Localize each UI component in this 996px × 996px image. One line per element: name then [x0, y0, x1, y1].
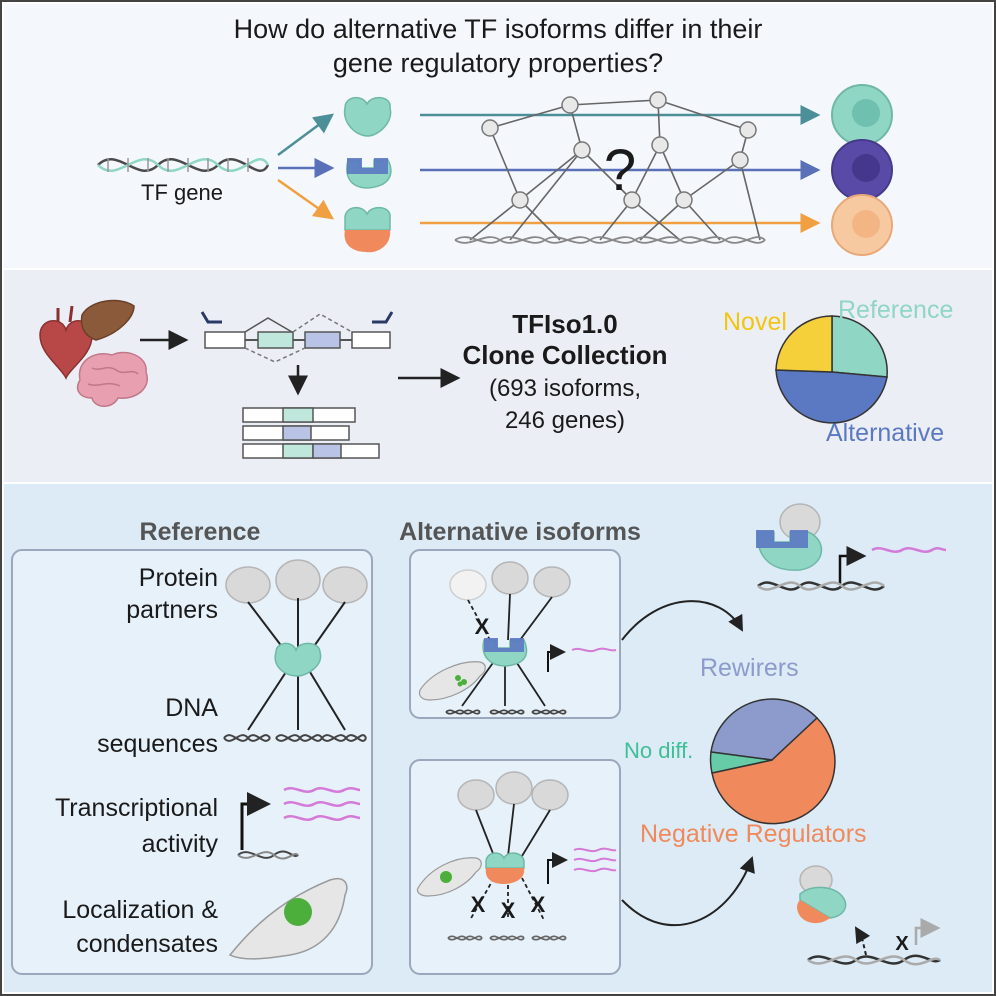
alternative-isoforms-heading: Alternative isoforms: [399, 518, 641, 546]
dna-sequences-icon: [223, 734, 367, 742]
cell-purple: [831, 139, 893, 201]
localization-label-2: condensates: [76, 930, 218, 958]
gene-structure-diagram: [200, 311, 394, 363]
collection-gene-count: 246 genes): [505, 407, 625, 434]
reference-binding-lines: [247, 598, 346, 731]
pie-label-alternative: Alternative: [826, 419, 944, 447]
alt-box2-tf-protein: [485, 852, 525, 884]
network-nodes: [481, 91, 757, 209]
brain-icon: [76, 351, 149, 407]
dna-sequences-label-2: sequences: [97, 730, 218, 758]
protein-partners-icon: [225, 559, 368, 604]
genomic-dna-strand: [454, 236, 766, 244]
alt-box2-lost-dna-x-3: X: [531, 892, 546, 917]
alt-box2-cell-icon: [416, 857, 482, 897]
pie-label-rewirers: Rewirers: [700, 654, 799, 682]
alt-box1-lost-partner-x: X: [475, 614, 490, 639]
pie-label-no-diff: No diff.: [624, 738, 693, 763]
tf-gene-label: TF gene: [141, 180, 223, 205]
pie-label-negative-regulators: Negative Regulators: [640, 820, 867, 848]
collection-subtitle: Clone Collection: [462, 340, 667, 370]
alt-box1-dna-icon: [445, 709, 567, 715]
outcome-pie-chart: [709, 698, 836, 825]
isoform-alternative-protein: [346, 158, 392, 189]
protein-partners-label-1: Protein: [139, 564, 218, 592]
alt-box2-dna-icon: [447, 935, 567, 941]
alt-box2-activity-icon: [547, 847, 617, 884]
transcriptional-label-2: activity: [142, 830, 219, 858]
pie-label-novel: Novel: [723, 308, 787, 336]
collection-isoform-count: (693 isoforms,: [489, 375, 641, 402]
alt-box1-cell-icon: [418, 661, 486, 701]
pie-slice-negative-regulators: [711, 716, 836, 825]
isoform-novel-protein: [344, 206, 391, 253]
transcriptional-activity-icon: [237, 786, 361, 860]
arrow-to-isoform-3: [277, 178, 335, 220]
collection-pie-chart: [775, 315, 888, 424]
question-mark: ?: [604, 138, 636, 203]
arrow-to-isoform-1: [277, 113, 335, 157]
localization-cell-icon: [228, 878, 348, 960]
transcriptional-label-1: Transcriptional: [55, 794, 218, 822]
dna-sequences-label-1: DNA: [165, 694, 218, 722]
negative-regulator-x: X: [895, 933, 909, 955]
alt-box1-tf-protein: [482, 638, 528, 667]
pie-slice-no-diff: [709, 751, 773, 774]
pie-slice-reference: [831, 315, 888, 378]
pie-slice-novel: [775, 315, 833, 373]
cell-teal: [831, 84, 893, 146]
localization-label-1: Localization &: [62, 896, 218, 924]
negative-regulator-illustration: [797, 865, 941, 966]
pie-slice-alternative: [775, 369, 888, 424]
alt-box2-lost-dna-x-1: X: [471, 892, 486, 917]
title-line1: How do alternative TF isoforms differ in…: [234, 14, 763, 44]
protein-partners-label-2: partners: [126, 596, 218, 624]
tf-gene-dna-helix: [97, 157, 270, 173]
alt-box2-binding-lines: [469, 803, 551, 921]
pie-slice-rewirers: [710, 698, 819, 761]
liver-icon: [80, 299, 135, 341]
isoform-reference-protein: [343, 96, 392, 137]
alt-box1-activity-icon: [547, 644, 617, 672]
alt-box1-binding-lines: [461, 593, 553, 707]
reference-tf-protein: [274, 642, 322, 677]
alt-box1-partners: [449, 561, 571, 601]
cell-orange: [831, 194, 893, 256]
pie-label-reference: Reference: [838, 296, 953, 324]
curve-arrow-to-negative: [621, 856, 755, 927]
rewirer-binding-illustration: [756, 503, 947, 591]
reference-heading: Reference: [140, 518, 261, 546]
alt-box2-lost-dna-x-2: X: [501, 898, 516, 923]
isoform-transcripts: [242, 407, 380, 459]
curve-arrow-to-rewirer: [621, 600, 743, 641]
collection-title: TFIso1.0: [512, 309, 617, 339]
title-line2: gene regulatory properties?: [333, 48, 663, 78]
